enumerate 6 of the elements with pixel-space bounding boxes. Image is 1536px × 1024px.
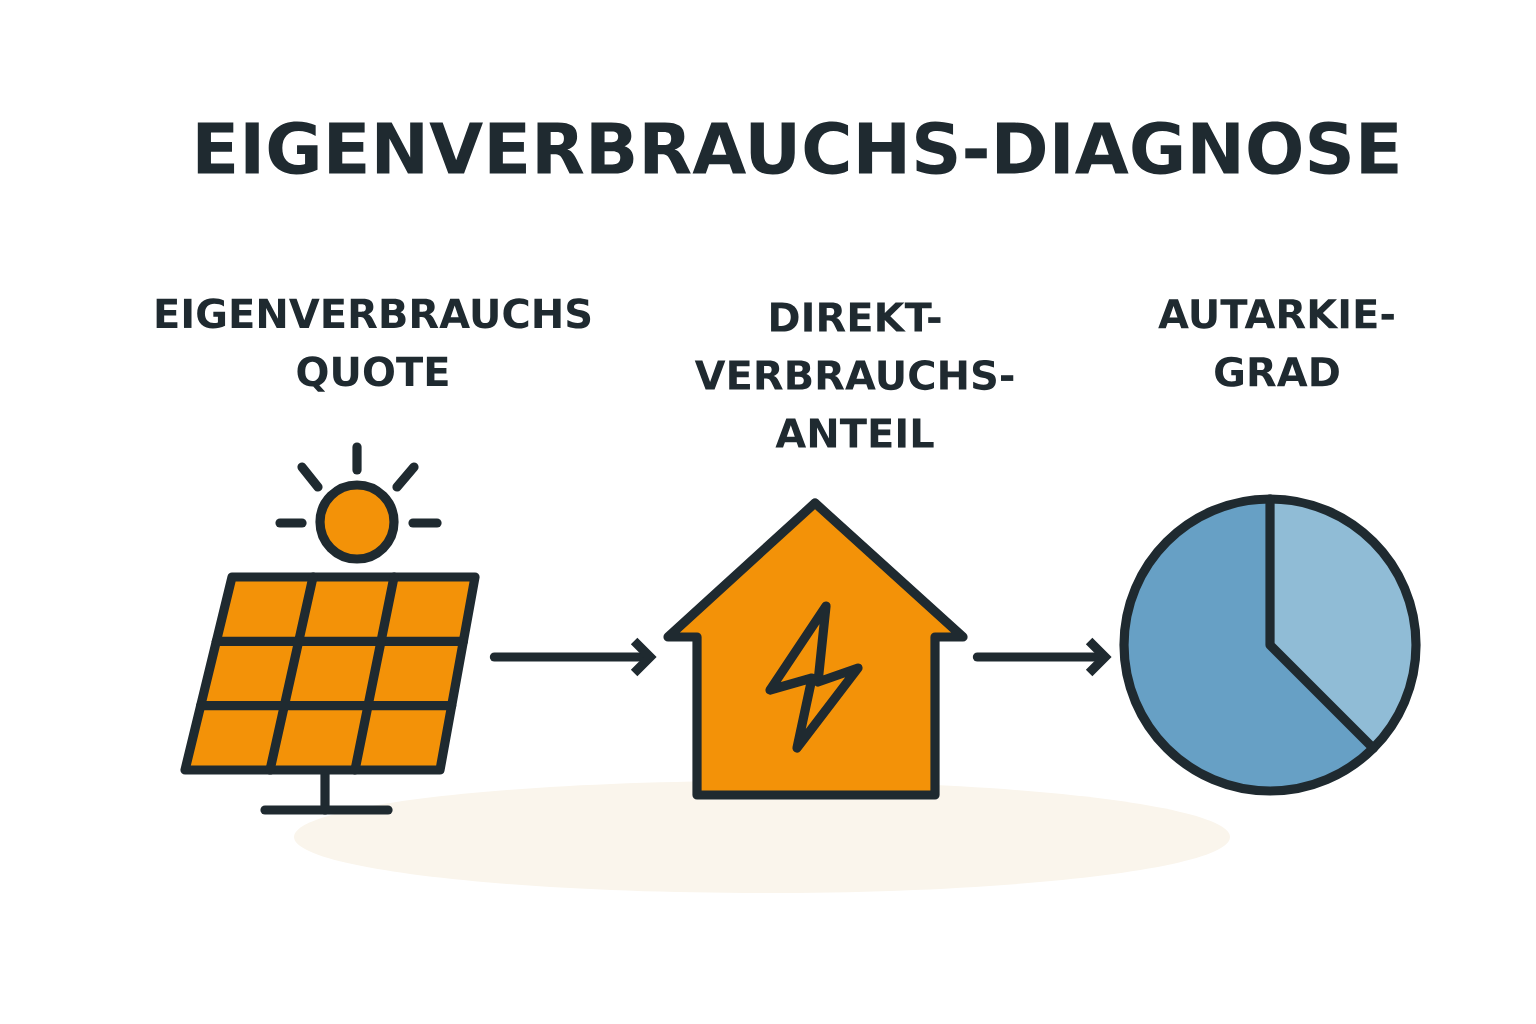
heading: DIREKT- VERBRAUCHS- ANTEIL — [694, 302, 1014, 448]
arrow — [489, 637, 657, 677]
heading: AUTARKIE- GRAD — [1158, 299, 1394, 387]
arrow — [972, 637, 1112, 677]
title: EIGENVERBRAUCHS-DIAGNOSE — [197, 121, 1398, 175]
heading: EIGENVERBRAUCHS QUOTE — [156, 298, 591, 392]
